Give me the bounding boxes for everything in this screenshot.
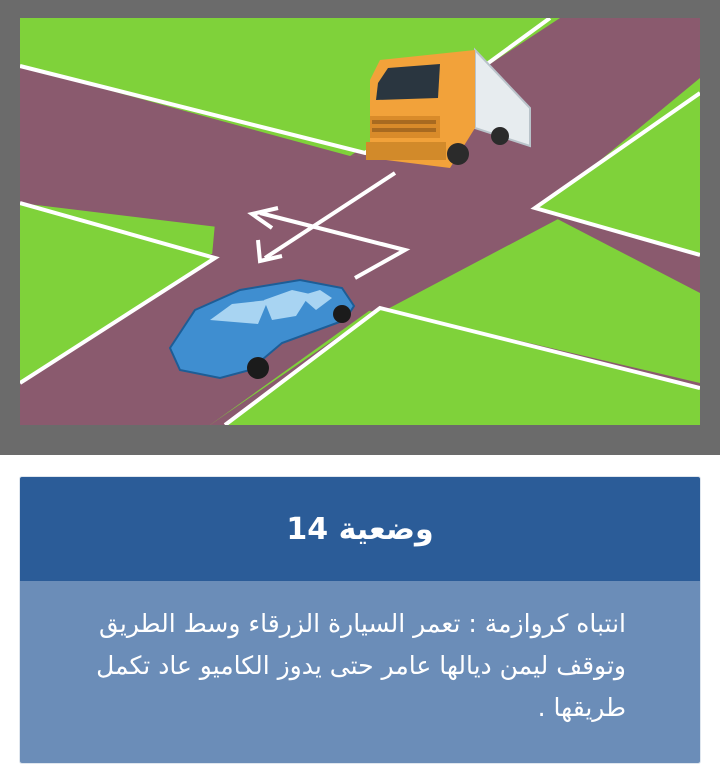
situation-title: وضعية 14 bbox=[286, 511, 434, 547]
truck-icon bbox=[366, 47, 531, 168]
turn-arrow bbox=[247, 171, 411, 280]
intersection-drawing bbox=[20, 18, 700, 425]
car-icon bbox=[168, 278, 356, 380]
situation-description: انتباه كروازمة : تعمر السيارة الزرقاء وس… bbox=[96, 609, 626, 722]
situation-card: وضعية 14 انتباه كروازمة : تعمر السيارة ا… bbox=[20, 477, 700, 763]
card-header: وضعية 14 bbox=[20, 477, 700, 581]
image-frame bbox=[0, 0, 720, 455]
intersection-illustration bbox=[20, 18, 700, 425]
card-body: انتباه كروازمة : تعمر السيارة الزرقاء وس… bbox=[20, 581, 700, 763]
